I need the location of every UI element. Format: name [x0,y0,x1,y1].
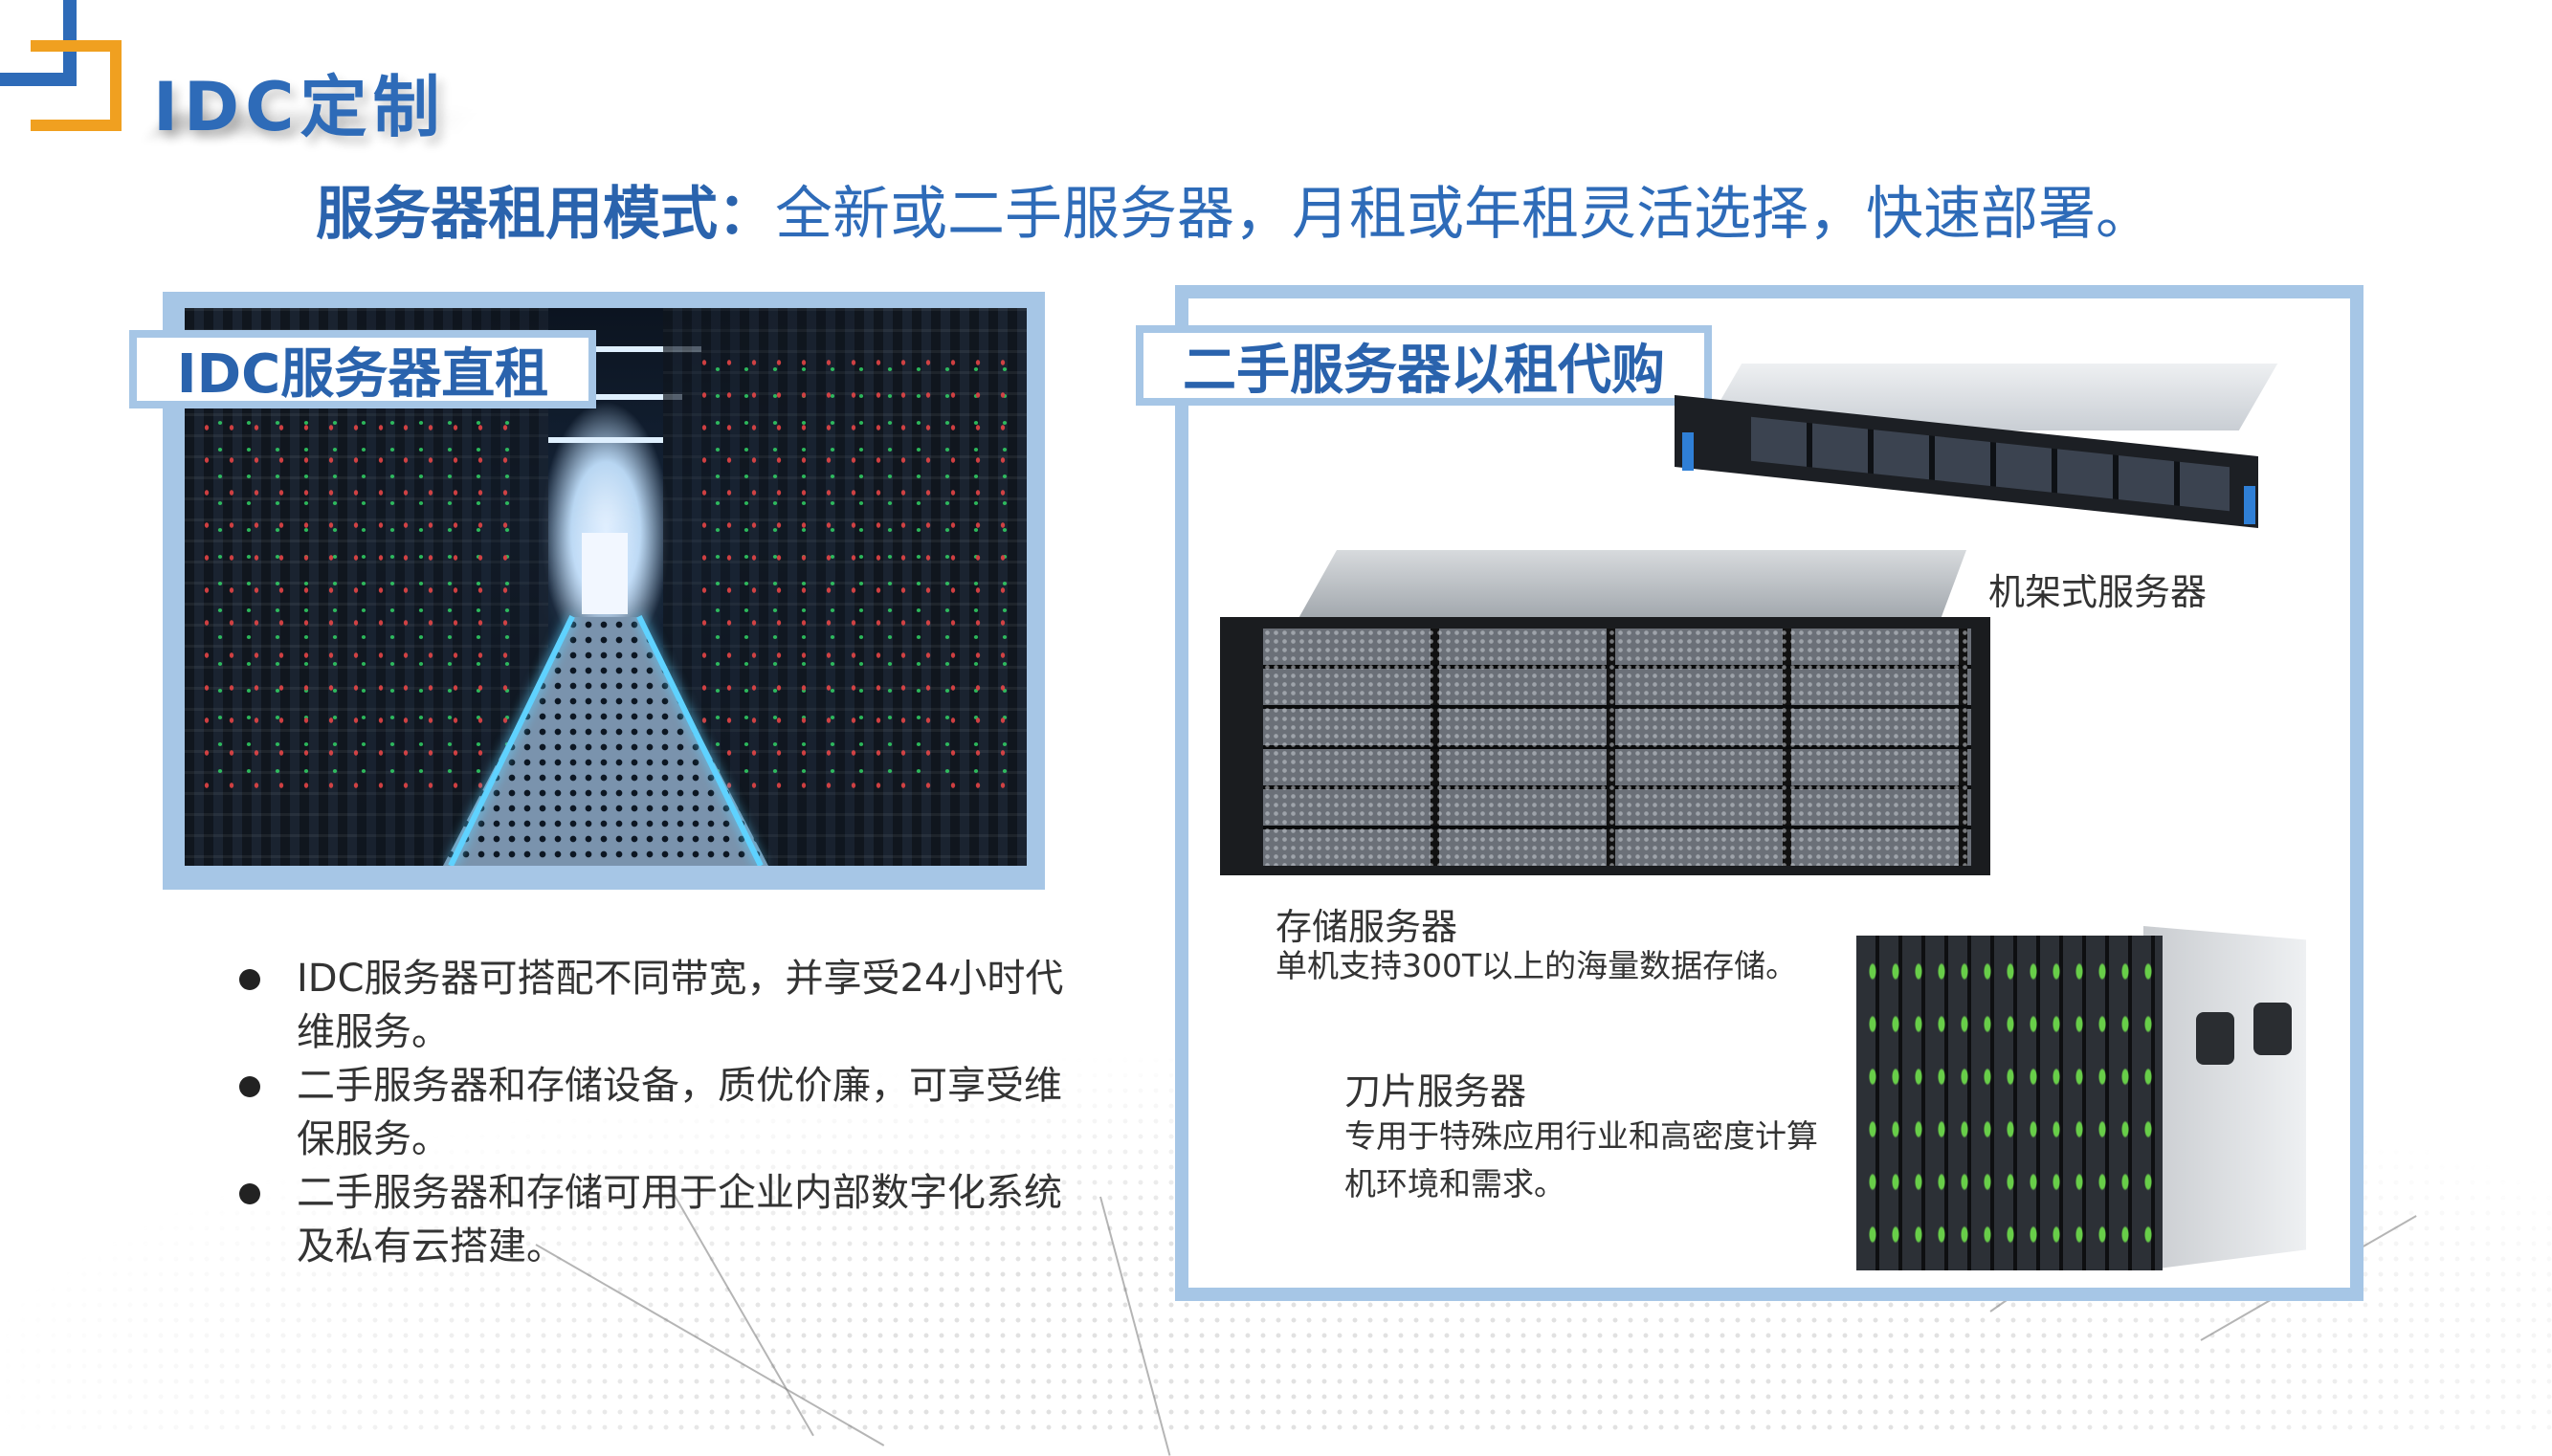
logo-mark-accent [31,40,122,131]
storage-server-image [1220,550,1990,875]
rack-server-caption: 机架式服务器 [1988,571,2208,613]
bullet-icon [239,1183,260,1204]
headline: 服务器租用模式：全新或二手服务器，月租或年租灵活选择，快速部署。 [316,167,2153,251]
blade-server-caption: 刀片服务器 [1344,1070,1527,1113]
label-used-server-rent: 二手服务器以租代购 [1136,325,1712,406]
list-item: 二手服务器和存储可用于企业内部数字化系统及私有云搭建。 [239,1166,1072,1273]
headline-bold: 服务器租用模式： [316,181,775,248]
bullet-icon [239,1076,260,1097]
feature-list: IDC服务器可搭配不同带宽，并享受24小时代维服务。 二手服务器和存储设备，质优… [239,952,1072,1273]
storage-server-caption: 存储服务器 [1276,906,1458,948]
storage-server-desc: 单机支持300T以上的海量数据存储。 [1276,947,1798,984]
blade-server-desc-line1: 专用于特殊应用行业和高密度计算 [1344,1117,1818,1155]
blade-server-image [1856,916,2306,1270]
blade-server-desc-line2: 机环境和需求。 [1344,1165,1565,1202]
list-item: 二手服务器和存储设备，质优价廉，可享受维保服务。 [239,1059,1072,1166]
label-idc-direct-rent: IDC服务器直租 [129,330,596,408]
list-item: IDC服务器可搭配不同带宽，并享受24小时代维服务。 [239,952,1072,1059]
bullet-icon [239,969,260,990]
page-title: IDC定制 [153,68,446,146]
rack-server-image [1665,364,2278,529]
headline-text: 全新或二手服务器，月租或年租灵活选择，快速部署。 [775,181,2153,248]
